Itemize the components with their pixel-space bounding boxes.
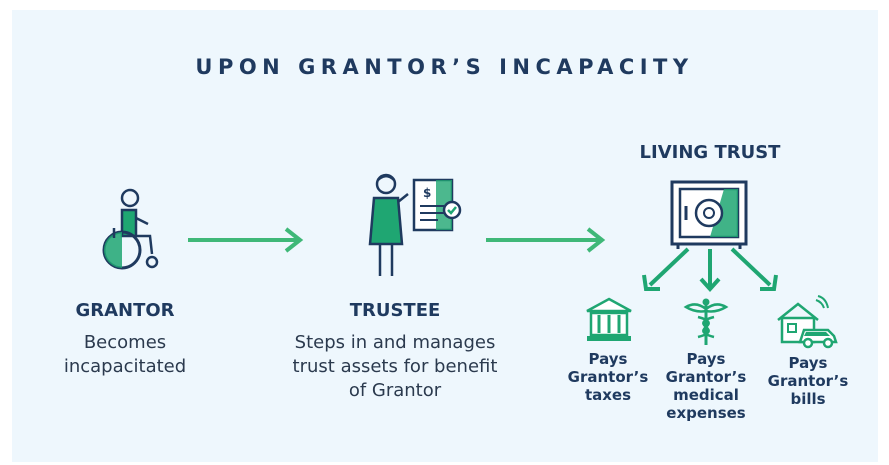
outcome-bills-line2: Grantor’s: [767, 372, 849, 390]
trustee-desc-line3: of Grantor: [348, 380, 442, 401]
outcome-bills-line3: bills: [790, 390, 826, 408]
outcome-taxes-line3: taxes: [584, 386, 632, 404]
house-car-icon: [777, 295, 838, 349]
arrow-grantor-to-trustee: [188, 227, 304, 253]
living-trust-heading: LIVING TRUST: [639, 142, 781, 163]
svg-text:$: $: [423, 186, 431, 200]
bank-building-icon: [586, 297, 632, 341]
grantor-desc-line1: Becomes: [83, 332, 167, 353]
grantor-desc-line2: incapacitated: [63, 356, 187, 377]
outcome-bills-line1: Pays: [788, 354, 828, 372]
wheelchair-icon: [102, 188, 159, 270]
outcome-taxes-line1: Pays: [588, 350, 628, 368]
page-title: UPON GRANTOR’S INCAPACITY: [195, 55, 694, 79]
outcome-medical-line1: Pays: [686, 350, 726, 368]
fan-out-arrows: [642, 247, 778, 292]
caduceus-icon: [683, 298, 729, 345]
safe-icon: [670, 180, 748, 249]
trustee-desc-line2: trust assets for benefit: [292, 356, 498, 377]
outcome-medical-line2: Grantor’s: [665, 368, 747, 386]
trustee-desc-line1: Steps in and manages: [294, 332, 496, 353]
arrow-trustee-to-trust: [486, 227, 606, 253]
grantor-heading: GRANTOR: [75, 300, 175, 321]
trustee-with-document-icon: $: [368, 173, 462, 276]
outcome-taxes-line2: Grantor’s: [567, 368, 649, 386]
trustee-heading: TRUSTEE: [349, 300, 441, 321]
outcome-medical-line4: expenses: [666, 404, 746, 422]
outcome-medical-line3: medical: [673, 386, 739, 404]
